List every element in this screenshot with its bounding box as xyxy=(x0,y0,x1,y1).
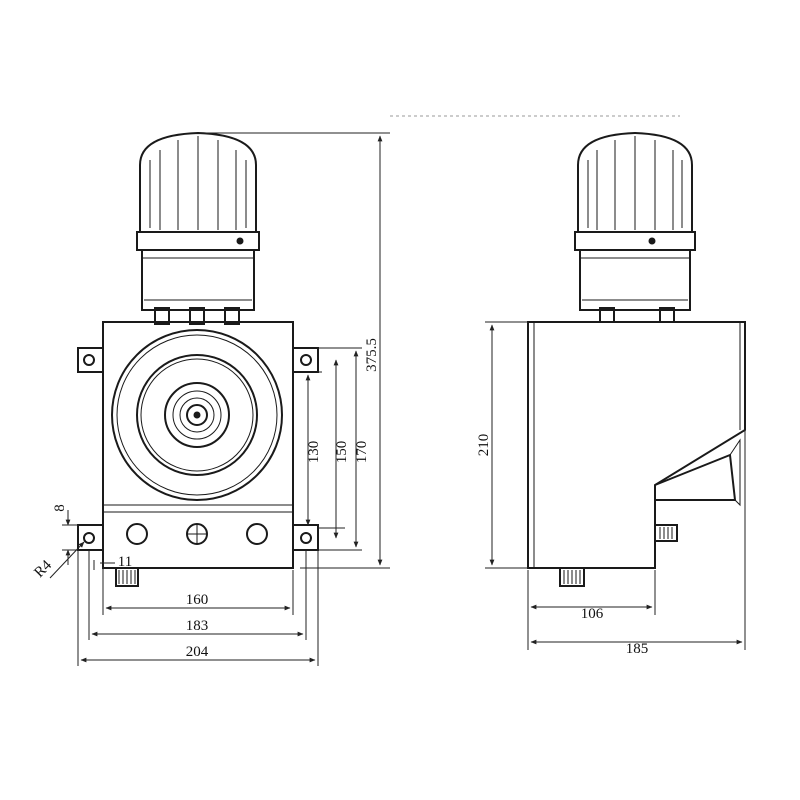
main-box-side xyxy=(527,321,746,569)
side-screw xyxy=(654,524,678,542)
collar-dot-side xyxy=(648,237,656,245)
horn-speaker xyxy=(111,329,283,501)
dim-8: 8 xyxy=(52,504,68,512)
cable-gland-side xyxy=(559,567,585,587)
dim-side-185: 185 xyxy=(626,641,649,657)
mounting-ears xyxy=(77,347,319,551)
side-view xyxy=(527,131,746,587)
front-screw-holes xyxy=(126,523,268,545)
dim-overall-height: 375.5 xyxy=(364,338,380,372)
cable-gland-front xyxy=(115,567,139,587)
dim-183: 183 xyxy=(186,618,209,634)
main-box-front xyxy=(102,321,294,569)
beacon-screws xyxy=(154,307,240,325)
dim-204: 204 xyxy=(186,644,209,660)
dimension-lines xyxy=(49,115,746,666)
dim-170: 170 xyxy=(354,441,370,464)
dim-11: 11 xyxy=(118,554,132,570)
beacon-dome-front xyxy=(139,131,257,233)
dim-side-height: 210 xyxy=(476,434,492,457)
collar-dot xyxy=(236,237,244,245)
beacon-collar-front xyxy=(136,231,260,251)
horn-side xyxy=(654,438,741,507)
dim-160: 160 xyxy=(186,592,209,608)
dim-r4: R4 xyxy=(31,557,55,581)
beacon-base-side xyxy=(579,250,691,311)
dim-side-106: 106 xyxy=(581,606,604,622)
dim-150: 150 xyxy=(334,441,350,464)
front-view xyxy=(77,131,319,587)
dim-130: 130 xyxy=(306,441,322,464)
beacon-base-front xyxy=(141,250,255,311)
beacon-dome-side xyxy=(577,131,693,233)
beacon-collar-side xyxy=(574,231,696,251)
